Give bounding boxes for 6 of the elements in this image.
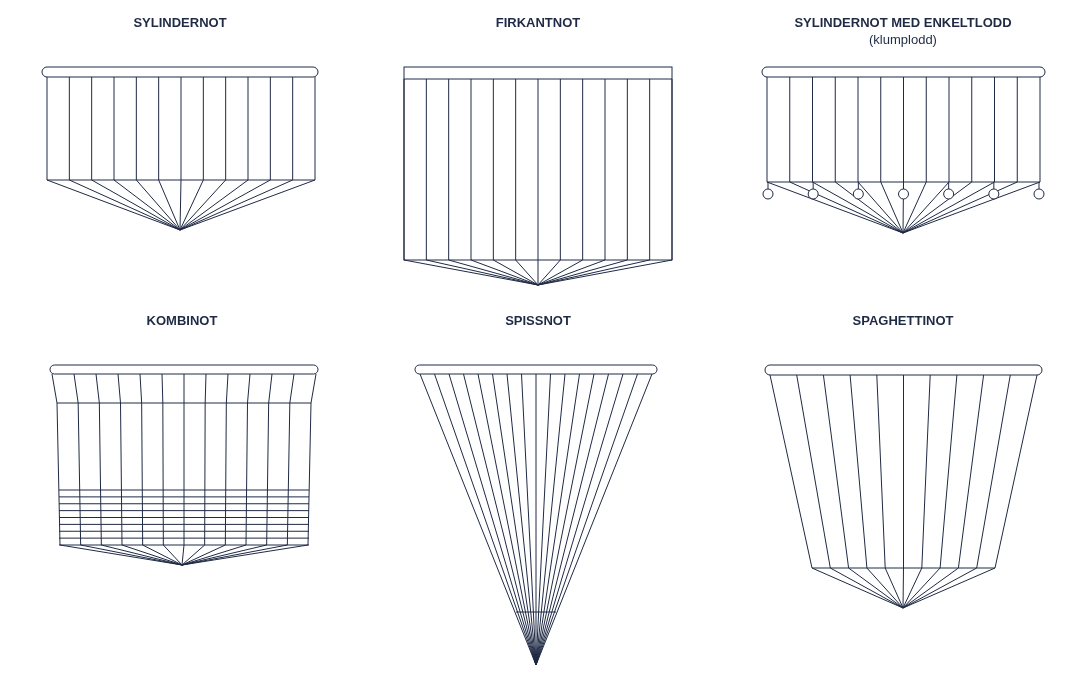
diagram-heading: SPISSNOT: [505, 312, 571, 329]
diagram-heading: KOMBINOT: [146, 312, 218, 329]
diagram-heading: SYLINDERNOT: [133, 14, 227, 31]
diagram-heading: FIRKANTNOT: [495, 14, 581, 31]
diagram-heading: SYLINDERNOT MED ENKELTLODD (klumplodd): [793, 14, 1013, 48]
diagram-heading: SPAGHETTINOT: [852, 312, 954, 329]
